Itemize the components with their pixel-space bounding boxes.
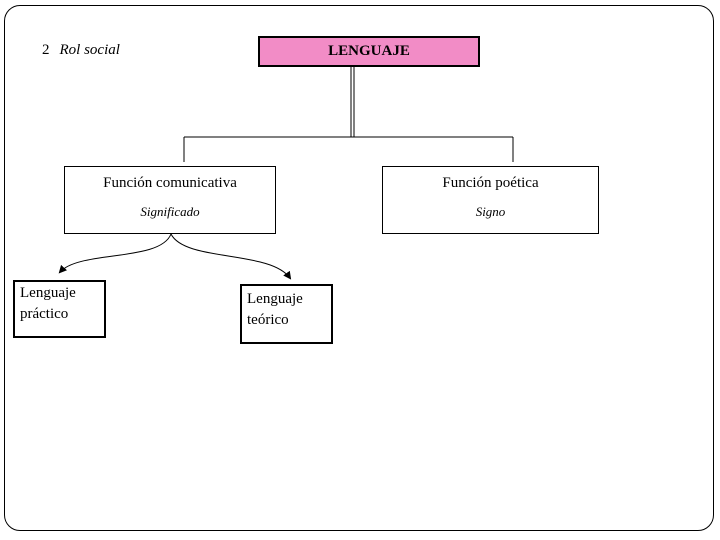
- section-label: Rol social: [59, 42, 120, 58]
- arrow-to-theoretical: [170, 233, 292, 280]
- node-text-line: teórico: [247, 312, 289, 328]
- node-text-line: Lenguaje: [20, 285, 76, 301]
- root-node: LENGUAJE: [258, 36, 480, 67]
- arrow-to-practical: [58, 233, 172, 274]
- root-label: LENGUAJE: [328, 43, 410, 59]
- node-title: Función comunicativa: [103, 175, 237, 191]
- node-practical-language: Lenguaje práctico: [13, 280, 106, 338]
- node-title: Función poética: [442, 175, 539, 191]
- node-text-line: práctico: [20, 306, 69, 322]
- node-text-line: Lenguaje: [247, 291, 303, 307]
- node-communicative-function: Función comunicativa Significado: [64, 166, 276, 234]
- section-number: 2: [42, 42, 50, 58]
- node-subtitle: Signo: [475, 204, 506, 219]
- node-subtitle: Significado: [140, 204, 200, 219]
- slide-frame: [4, 5, 714, 531]
- section-heading: 2 Rol social: [42, 42, 120, 59]
- node-theoretical-language: Lenguaje teórico: [240, 284, 333, 344]
- node-poetic-function: Función poética Signo: [382, 166, 599, 234]
